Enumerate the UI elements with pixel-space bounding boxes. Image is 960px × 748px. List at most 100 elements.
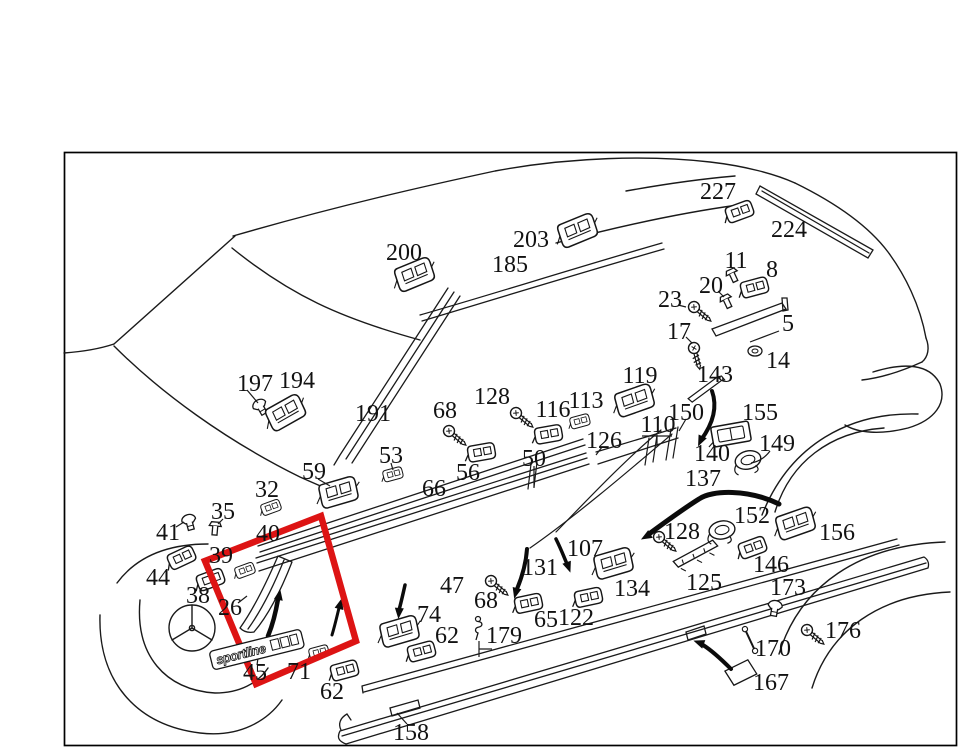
part-number-44[interactable]: 44 <box>146 565 170 591</box>
part-number-107[interactable]: 107 <box>567 536 603 562</box>
direction-arrows <box>265 389 782 671</box>
leader-lines <box>175 290 780 725</box>
part-number-137[interactable]: 137 <box>685 466 721 492</box>
part-number-41[interactable]: 41 <box>156 520 180 546</box>
moulding-strips <box>239 185 930 745</box>
leader-line <box>396 712 408 725</box>
part-number-152[interactable]: 152 <box>734 503 770 529</box>
arrow-head <box>512 586 522 599</box>
part-number-126[interactable]: 126 <box>586 428 622 454</box>
arrow-head <box>562 560 571 573</box>
part-number-149[interactable]: 149 <box>759 431 795 457</box>
part-number-8[interactable]: 8 <box>766 257 778 283</box>
leader-line <box>478 641 492 657</box>
part-number-185[interactable]: 185 <box>492 252 528 278</box>
part-number-197[interactable]: 197 <box>237 371 273 397</box>
part-number-203[interactable]: 203 <box>513 227 549 253</box>
part-number-125[interactable]: 125 <box>686 570 722 596</box>
part-number-143[interactable]: 143 <box>697 362 733 388</box>
part-number-56[interactable]: 56 <box>456 460 480 486</box>
selected-part-highlight[interactable] <box>200 511 360 689</box>
car-body-outline <box>63 157 951 735</box>
part-number-74[interactable]: 74 <box>417 602 441 628</box>
part-number-65[interactable]: 65 <box>534 607 558 633</box>
part-number-23[interactable]: 23 <box>658 287 682 313</box>
part-number-191[interactable]: 191 <box>355 401 391 427</box>
part-number-194[interactable]: 194 <box>279 368 315 394</box>
part-number-38[interactable]: 38 <box>186 583 210 609</box>
arrow-head <box>693 640 706 649</box>
part-number-17[interactable]: 17 <box>667 319 691 345</box>
part-number-5[interactable]: 5 <box>782 311 794 337</box>
highlight-box <box>200 511 360 689</box>
arrow-head <box>394 607 404 619</box>
arrow-stroke <box>646 490 782 537</box>
part-number-131[interactable]: 131 <box>522 555 558 581</box>
part-number-227[interactable]: 227 <box>700 179 736 205</box>
leader-line <box>749 330 780 343</box>
part-number-32[interactable]: 32 <box>255 477 279 503</box>
part-number-71[interactable]: 71 <box>287 659 311 685</box>
part-number-155[interactable]: 155 <box>742 400 778 426</box>
badge-box-icon <box>288 633 300 647</box>
leader-line <box>317 478 331 487</box>
part-number-119[interactable]: 119 <box>622 363 657 389</box>
part-number-113[interactable]: 113 <box>568 388 603 414</box>
part-number-158[interactable]: 158 <box>393 720 429 746</box>
part-number-224[interactable]: 224 <box>771 217 807 243</box>
diagram-frame <box>63 151 958 747</box>
part-number-134[interactable]: 134 <box>614 576 650 602</box>
part-number-128[interactable]: 128 <box>664 519 700 545</box>
part-number-68[interactable]: 68 <box>433 398 457 424</box>
part-number-176[interactable]: 176 <box>825 618 861 644</box>
arrow-stroke <box>554 537 569 566</box>
part-number-47[interactable]: 47 <box>440 573 464 599</box>
part-number-110[interactable]: 110 <box>640 412 675 438</box>
part-number-11[interactable]: 11 <box>724 248 747 274</box>
part-number-53[interactable]: 53 <box>379 443 403 469</box>
leader-line <box>678 418 687 432</box>
part-number-167[interactable]: 167 <box>753 670 789 696</box>
part-number-20[interactable]: 20 <box>699 273 723 299</box>
arrow-head <box>640 530 653 540</box>
arrow-stroke <box>699 389 717 442</box>
part-number-59[interactable]: 59 <box>302 459 326 485</box>
part-number-128[interactable]: 128 <box>474 384 510 410</box>
arrow-stroke <box>330 606 341 637</box>
part-number-40[interactable]: 40 <box>256 521 280 547</box>
leader-line <box>677 304 687 308</box>
part-number-140[interactable]: 140 <box>694 441 730 467</box>
part-number-116[interactable]: 116 <box>535 397 570 423</box>
part-number-179[interactable]: 179 <box>486 623 522 649</box>
part-number-62[interactable]: 62 <box>435 623 459 649</box>
part-number-200[interactable]: 200 <box>386 240 422 266</box>
arrow-head <box>698 434 707 447</box>
part-number-26[interactable]: 26 <box>218 595 242 621</box>
part-number-173[interactable]: 173 <box>770 575 806 601</box>
leader-line <box>595 446 603 456</box>
part-number-66[interactable]: 66 <box>422 476 446 502</box>
part-number-156[interactable]: 156 <box>819 520 855 546</box>
part-number-122[interactable]: 122 <box>558 605 594 631</box>
part-number-35[interactable]: 35 <box>211 499 235 525</box>
part-number-39[interactable]: 39 <box>209 543 233 569</box>
part-number-146[interactable]: 146 <box>753 552 789 578</box>
part-number-45[interactable]: 45 <box>243 660 267 686</box>
leader-line <box>717 290 725 298</box>
part-number-170[interactable]: 170 <box>755 636 791 662</box>
badge-box-icon <box>279 635 291 649</box>
arrow-head <box>334 598 344 611</box>
leader-line <box>642 435 672 447</box>
arrow-head <box>273 589 283 601</box>
part-number-62[interactable]: 62 <box>320 679 344 705</box>
part-number-50[interactable]: 50 <box>522 446 546 472</box>
leader-line <box>246 389 259 404</box>
part-number-14[interactable]: 14 <box>766 348 790 374</box>
arrow-stroke <box>701 643 733 671</box>
part-number-68[interactable]: 68 <box>474 588 498 614</box>
part-number-150[interactable]: 150 <box>668 400 704 426</box>
arrow-stroke <box>265 596 281 639</box>
leader-line <box>217 518 224 525</box>
